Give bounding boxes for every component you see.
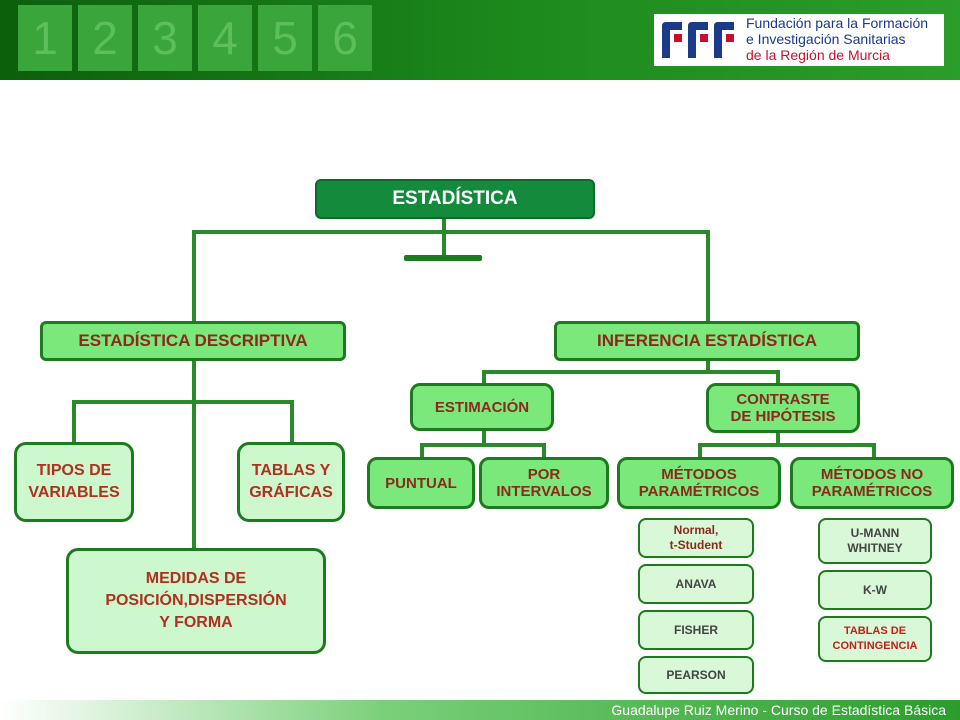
footer-credit: Guadalupe Ruiz Merino - Curso de Estadís… xyxy=(611,702,946,718)
connector-inferencia-horizontal xyxy=(482,370,780,374)
connector-to-tipos xyxy=(72,400,76,444)
slide-number-3[interactable]: 3 xyxy=(138,5,192,71)
node-estadistica: ESTADÍSTICA xyxy=(315,179,595,219)
node-anava: ANAVA xyxy=(638,564,754,604)
logo-line-2: e Investigación Sanitarias xyxy=(746,31,906,47)
slide-number-5[interactable]: 5 xyxy=(258,5,312,71)
logo-line-3: de la Región de Murcia xyxy=(746,47,890,63)
connector-to-parametricos xyxy=(698,443,702,459)
node-por-intervalos: POR INTERVALOS xyxy=(479,457,609,509)
slide-number-6[interactable]: 6 xyxy=(318,5,372,71)
node-metodos-no-parametricos: MÉTODOS NO PARAMÉTRICOS xyxy=(790,457,954,509)
header-bar: 1 2 3 4 5 6 Fundación para la Formación … xyxy=(0,0,960,80)
node-contraste-de-hipotesis: CONTRASTE DE HIPÓTESIS xyxy=(706,383,860,433)
connector-estimacion-down xyxy=(482,430,486,444)
connector-root-horizontal xyxy=(192,230,710,234)
connector-contraste-horizontal xyxy=(698,443,876,447)
node-tablas-de-contingencia: TABLAS DE CONTINGENCIA xyxy=(818,616,932,662)
footer-bar: Guadalupe Ruiz Merino - Curso de Estadís… xyxy=(0,700,960,720)
connector-to-estimacion xyxy=(482,370,486,386)
node-pearson: PEARSON xyxy=(638,656,754,694)
connector-to-descriptiva xyxy=(192,230,196,322)
node-inferencia-estadistica: INFERENCIA ESTADÍSTICA xyxy=(554,321,860,361)
connector-estimacion-horizontal xyxy=(420,443,546,447)
connector-to-intervalos xyxy=(542,443,546,459)
node-estadistica-descriptiva: ESTADÍSTICA DESCRIPTIVA xyxy=(40,321,346,361)
node-k-w: K-W xyxy=(818,570,932,610)
connector-to-contraste xyxy=(776,370,780,386)
ffis-logo-icon xyxy=(658,18,742,62)
connector-to-puntual xyxy=(420,443,424,459)
node-fisher: FISHER xyxy=(638,610,754,650)
node-tablas-y-graficas: TABLAS Y GRÁFICAS xyxy=(237,442,345,522)
node-estimacion: ESTIMACIÓN xyxy=(410,383,554,431)
connector-bar-decoration xyxy=(404,255,482,261)
slide-number-2[interactable]: 2 xyxy=(78,5,132,71)
slide-number-4[interactable]: 4 xyxy=(198,5,252,71)
connector-root-down xyxy=(442,218,446,256)
connector-contraste-down xyxy=(776,432,780,444)
node-medidas: MEDIDAS DE POSICIÓN,DISPERSIÓN Y FORMA xyxy=(66,548,326,654)
connector-to-no-parametricos xyxy=(872,443,876,459)
connector-descriptiva-horizontal xyxy=(72,400,294,404)
node-normal-t-student: Normal, t-Student xyxy=(638,518,754,558)
connector-descriptiva-down xyxy=(192,360,196,550)
connector-to-inferencia xyxy=(706,230,710,322)
connector-to-tablas xyxy=(290,400,294,444)
node-puntual: PUNTUAL xyxy=(367,457,475,509)
node-u-mann-whitney: U-MANN WHITNEY xyxy=(818,518,932,564)
ffis-logo: Fundación para la Formación e Investigac… xyxy=(654,14,944,66)
node-metodos-parametricos: MÉTODOS PARAMÉTRICOS xyxy=(617,457,781,509)
ffis-logo-text: Fundación para la Formación e Investigac… xyxy=(746,15,928,63)
node-tipos-de-variables: TIPOS DE VARIABLES xyxy=(14,442,134,522)
connector-inferencia-down xyxy=(706,360,710,372)
logo-line-1: Fundación para la Formación xyxy=(746,15,929,31)
slide-number-1[interactable]: 1 xyxy=(18,5,72,71)
